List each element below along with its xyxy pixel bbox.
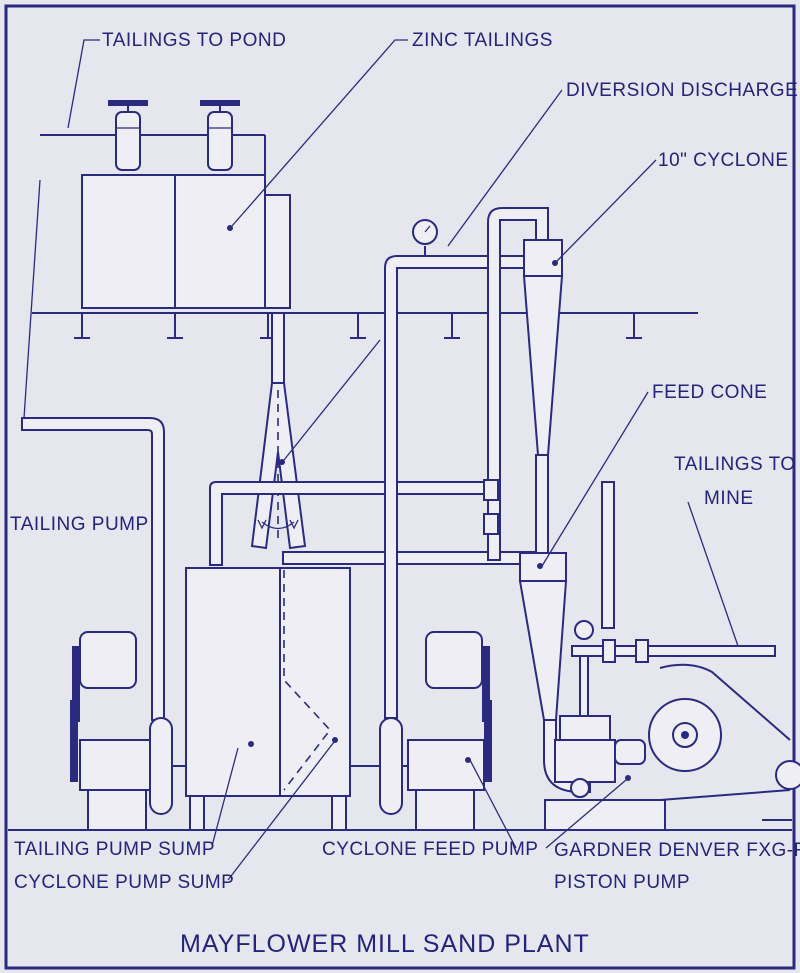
cyclone-riser-pipe: [384, 219, 526, 719]
label-feed-cone: FEED CONE: [652, 382, 767, 403]
label-diversion-discharge: DIVERSION DISCHARGE: [566, 80, 798, 101]
frame-border: [4, 4, 796, 970]
label-tailings-to-mine-2: MINE: [704, 488, 754, 509]
piston-pump: [544, 481, 776, 831]
beam-supports: [74, 313, 642, 339]
cyclone-10in: [483, 207, 564, 561]
cyclone-feed-pump-unit: [350, 631, 492, 831]
leader-lines: [23, 39, 739, 881]
sump-return-pipe: [209, 481, 489, 566]
label-10in-cyclone: 10" CYCLONE: [658, 150, 789, 171]
tailing-return-pipe: [21, 417, 165, 721]
valve-1: [108, 100, 148, 171]
label-tailing-pump-sump: TAILING PUMP SUMP: [14, 839, 215, 860]
diagram-title: MAYFLOWER MILL SAND PLANT: [180, 930, 590, 958]
feed-cone-inlet-pipe: [282, 551, 546, 565]
sump-tanks: [185, 567, 351, 831]
zinc-tailings-tank: [40, 134, 291, 309]
diversion-chute: [250, 312, 307, 550]
drive-flywheel: [648, 663, 800, 821]
label-tailings-to-mine-1: TAILINGS TO: [674, 454, 796, 475]
label-cyclone-pump-sump: CYCLONE PUMP SUMP: [14, 872, 234, 893]
label-gardner-denver-1: GARDNER DENVER FXG-FG: [554, 840, 800, 861]
label-zinc-tailings: ZINC TAILINGS: [412, 30, 553, 51]
tailing-pump: [70, 631, 186, 831]
label-tailings-to-pond: TAILINGS TO POND: [102, 30, 286, 51]
label-cyclone-feed-pump: CYCLONE FEED PUMP: [322, 839, 538, 860]
label-gardner-denver-2: PISTON PUMP: [554, 872, 690, 893]
label-tailing-pump: TAILING PUMP: [10, 514, 149, 535]
valve-2: [200, 100, 240, 171]
